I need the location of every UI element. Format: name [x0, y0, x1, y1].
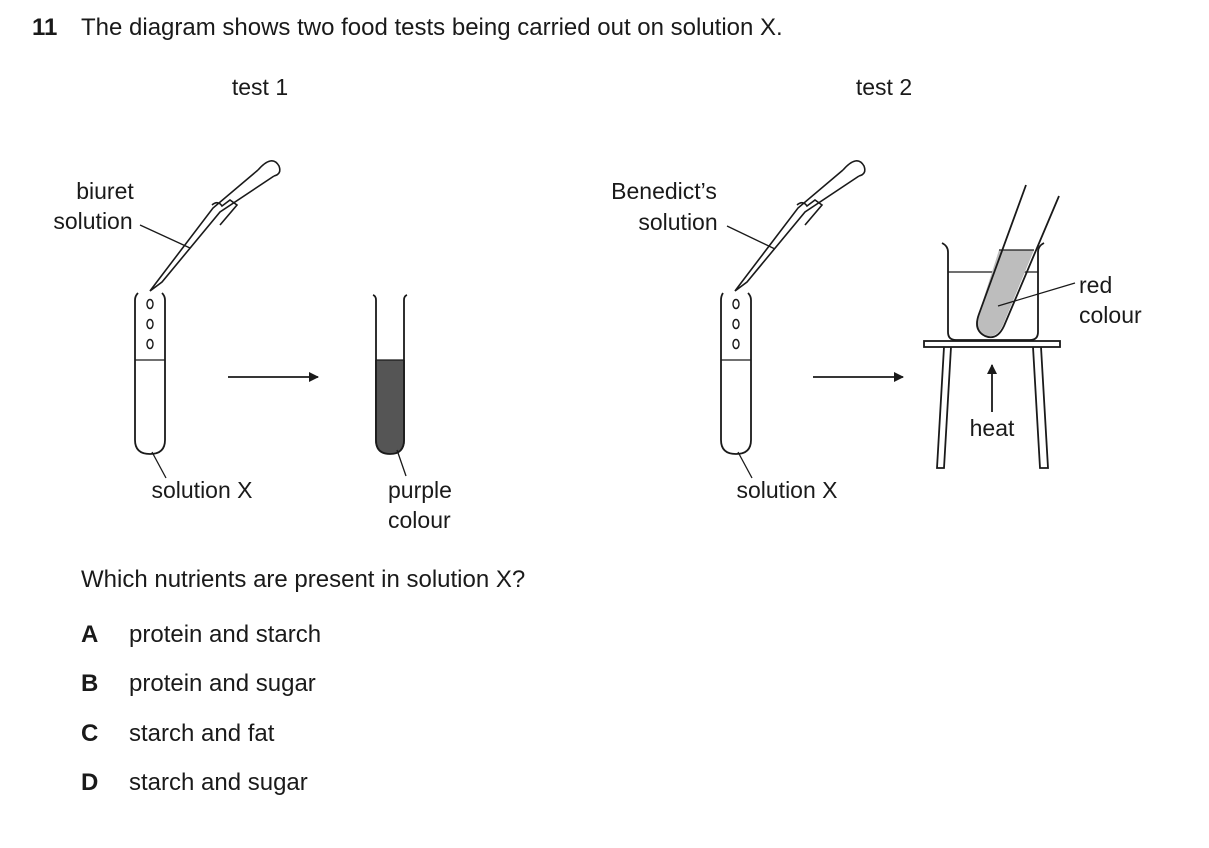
- option-a-text: protein and starch: [129, 621, 322, 648]
- pipette-test1: [149, 160, 281, 292]
- question-number: 11: [32, 14, 58, 41]
- test-tube-solution-x-2: [720, 292, 752, 455]
- solution-x-label-1: solution X: [151, 477, 252, 503]
- option-d-letter: D: [81, 769, 99, 796]
- drops-test1: [146, 298, 154, 350]
- benedicts-label-line1: Benedict’s: [611, 178, 717, 204]
- biuret-label-line2: solution: [53, 208, 132, 234]
- red-label-line1: red: [1079, 272, 1112, 298]
- benedicts-leader-line: [726, 225, 776, 250]
- test-tube-red: [976, 184, 1060, 339]
- option-b-letter: B: [81, 670, 99, 697]
- option-c-letter: C: [81, 720, 99, 747]
- option-d[interactable]: D starch and sugar: [81, 769, 308, 797]
- option-b[interactable]: B protein and sugar: [81, 670, 316, 698]
- solution-x-label-2: solution X: [736, 477, 837, 503]
- option-c-text: starch and fat: [129, 720, 275, 747]
- option-d-text: starch and sugar: [129, 769, 308, 796]
- option-a[interactable]: A protein and starch: [81, 621, 321, 649]
- tripod: [923, 340, 1061, 469]
- biuret-leader-line: [139, 224, 191, 249]
- biuret-label-line1: biuret: [76, 178, 134, 204]
- purple-leader-line: [396, 449, 407, 477]
- heat-label: heat: [970, 415, 1015, 441]
- question-stem: The diagram shows two food tests being c…: [81, 14, 783, 41]
- red-leader-line: [997, 282, 1076, 307]
- purple-label-line1: purple: [388, 477, 452, 503]
- test2-title: test 2: [856, 74, 912, 100]
- option-a-letter: A: [81, 621, 99, 648]
- food-tests-diagram: test 1 test 2 biuret solution solution X…: [53, 74, 1142, 533]
- option-b-text: protein and sugar: [129, 670, 316, 697]
- test1-title: test 1: [232, 74, 288, 100]
- question-text: Which nutrients are present in solution …: [81, 566, 526, 593]
- benedicts-label-line2: solution: [638, 209, 717, 235]
- test-tube-purple: [372, 294, 408, 455]
- option-c[interactable]: C starch and fat: [81, 720, 274, 748]
- pipette-test2: [734, 160, 866, 292]
- solution-x-leader-2: [737, 451, 753, 479]
- purple-label-line2: colour: [388, 507, 451, 533]
- test-tube-solution-x-1: [134, 292, 166, 455]
- drops-test2: [732, 298, 740, 350]
- solution-x-leader-1: [151, 451, 167, 479]
- red-label-line2: colour: [1079, 302, 1142, 328]
